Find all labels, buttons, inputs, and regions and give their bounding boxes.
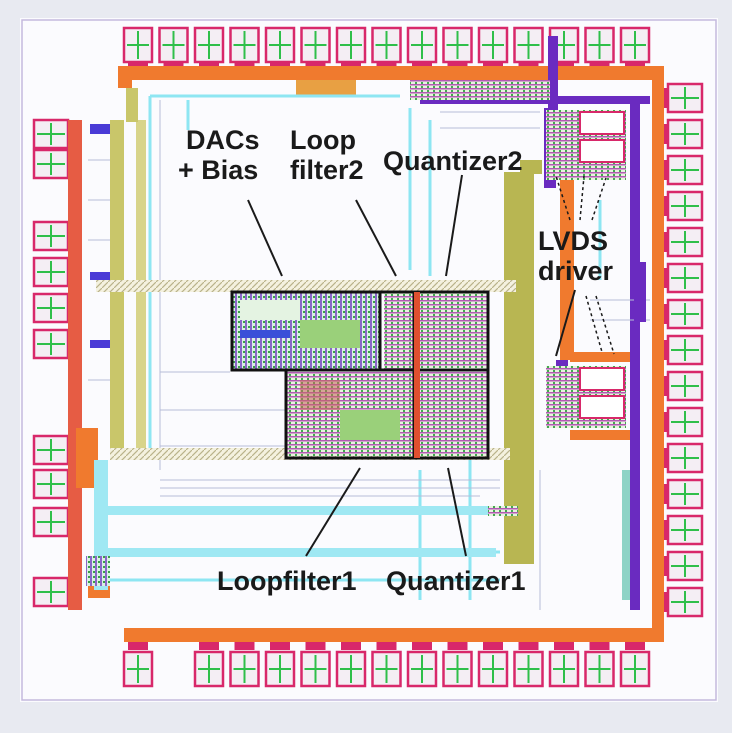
bond-pad-icon	[666, 442, 704, 474]
leader-quantizer2	[445, 174, 463, 277]
bond-pad-icon	[584, 650, 615, 688]
bond-pad-icon	[548, 650, 580, 688]
bond-pad-icon	[229, 26, 260, 64]
bond-pad-icon	[122, 26, 154, 64]
bond-pad-icon	[158, 26, 189, 64]
bond-pad-icon	[300, 26, 331, 64]
leader-dacs	[247, 199, 283, 277]
bond-pad-icon	[335, 650, 367, 688]
leader-lvds	[555, 289, 576, 357]
bond-pad-icon	[32, 506, 70, 538]
bond-pad-icon	[666, 586, 704, 618]
bond-pad-icon	[666, 82, 704, 114]
lvds-dotted-leaders	[555, 175, 615, 355]
label-lvds-line2: driver	[538, 256, 614, 286]
bond-pad-icon	[32, 256, 70, 288]
bond-pad-icon	[229, 650, 260, 688]
core-loopfilter1	[286, 372, 414, 456]
bond-pad-icon	[32, 148, 70, 180]
bond-pad-icon	[406, 26, 438, 64]
core-quantizer1	[418, 372, 488, 456]
label-loop-filter2-line2: filter2	[290, 155, 364, 185]
bond-pad-icon	[666, 550, 704, 582]
bond-pad-icon	[666, 370, 704, 402]
bond-pad-icon	[32, 434, 70, 466]
bond-pad-icon	[32, 292, 70, 324]
bond-pad-icon	[122, 650, 154, 688]
bond-pad-icon	[666, 478, 704, 510]
leader-quantizer1	[447, 467, 467, 557]
label-lvds: LVDS driver	[538, 226, 613, 286]
bond-pad-icon	[666, 226, 704, 258]
leader-loop-filter2	[355, 199, 397, 277]
bond-pad-icon	[406, 650, 438, 688]
bond-pad-icon	[193, 26, 225, 64]
bond-pad-icon	[477, 26, 509, 64]
misc-cells	[86, 80, 550, 586]
bond-pad-icon	[513, 650, 544, 688]
bond-pad-icon	[666, 262, 704, 294]
bond-pad-icon	[666, 514, 704, 546]
bond-pad-icon	[666, 334, 704, 366]
bond-pad-icon	[32, 576, 70, 608]
bond-pad-icon	[32, 468, 70, 500]
bond-pad-icon	[371, 26, 402, 64]
bond-pad-icon	[300, 650, 331, 688]
pad-column-left	[32, 118, 74, 608]
label-quantizer2: Quantizer2	[383, 146, 523, 176]
label-loop-filter2: Loop filter2	[290, 125, 364, 185]
bond-pad-icon	[442, 650, 473, 688]
bond-pad-icon	[513, 26, 544, 64]
bond-pad-icon	[666, 118, 704, 150]
core-dacs-bias	[232, 292, 380, 370]
bond-pad-icon	[666, 154, 704, 186]
label-lvds-line1: LVDS	[538, 226, 609, 256]
label-quantizer1: Quantizer1	[386, 566, 526, 596]
bond-pad-icon	[32, 328, 70, 360]
bond-pad-icon	[32, 220, 70, 252]
pad-column-right	[662, 82, 704, 618]
bond-pad-icon	[193, 650, 225, 688]
bond-pad-icon	[666, 298, 704, 330]
bond-pad-icon	[619, 650, 651, 688]
label-dacs-line2: + Bias	[178, 155, 259, 185]
block-outlines	[230, 290, 490, 460]
label-dacs-line1: DACs	[186, 125, 260, 155]
bond-pad-icon	[264, 650, 296, 688]
bond-pad-icon	[584, 26, 615, 64]
bond-pad-icon	[32, 118, 70, 150]
bond-pad-icon	[335, 26, 367, 64]
bond-pad-icon	[666, 406, 704, 438]
label-loopfilter1: Loopfilter1	[217, 566, 357, 596]
die-outline	[21, 19, 717, 701]
bond-pad-icon	[619, 26, 651, 64]
leader-lines	[247, 174, 576, 557]
bond-pad-icon	[264, 26, 296, 64]
bond-pad-icon	[371, 650, 402, 688]
pad-row-top	[122, 26, 651, 68]
label-loop-filter2-line1: Loop	[290, 125, 356, 155]
leader-loopfilter1	[305, 467, 361, 557]
bond-pad-icon	[477, 650, 509, 688]
label-dacs: DACs + Bias	[178, 125, 260, 185]
bond-pad-icon	[442, 26, 473, 64]
core-quantizer2	[418, 292, 488, 368]
bond-pad-icon	[666, 190, 704, 222]
lvds-driver-cells	[546, 110, 646, 600]
core-loop-filter2	[384, 292, 414, 370]
pad-row-bottom	[122, 642, 651, 688]
power-ring	[68, 66, 664, 642]
